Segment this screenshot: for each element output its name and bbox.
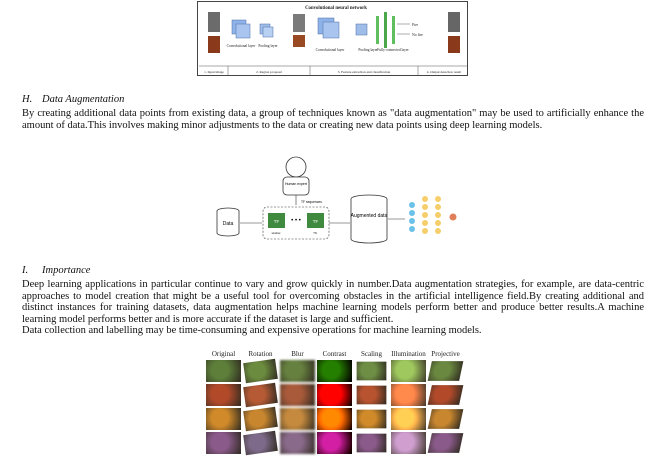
- augmented-image-tile: [280, 384, 315, 406]
- augmented-image-tile: [317, 384, 352, 406]
- augmented-image-tile: [280, 408, 315, 430]
- augmented-image-tile: [391, 360, 426, 382]
- augmented-image-tile: [427, 385, 464, 405]
- column-header-projective: Projective: [431, 350, 460, 358]
- pool2-label: Pooling layer: [358, 48, 378, 52]
- augmented-image-tile: [243, 382, 278, 408]
- conv1-label: Convolutional layer: [227, 44, 256, 48]
- cnn-pipeline-diagram: Convolutional neural network Convolution…: [199, 6, 468, 76]
- cnn-pipeline-figure: Convolutional neural network Convolution…: [197, 1, 468, 76]
- augmentation-image-grid: [205, 358, 464, 456]
- section-i-title: Importance: [42, 265, 91, 276]
- augmented-image-tile: [391, 384, 426, 406]
- pool-block-2: [355, 23, 368, 36]
- augmented-image-tile: [317, 432, 352, 454]
- augmented-image-tile: [427, 361, 464, 381]
- tf-left-label: TF: [274, 219, 280, 224]
- column-header-illumination: Illumination: [391, 350, 426, 358]
- data-label: Data: [223, 221, 234, 227]
- augmented-image-tile: [356, 361, 387, 381]
- section-h-paragraph: By creating additional data points from …: [22, 108, 644, 131]
- section-h-number: H.: [22, 94, 33, 105]
- column-header-scaling: Scaling: [361, 350, 382, 358]
- cnn-title: Convolutional neural network: [305, 6, 367, 11]
- human-head-icon: [285, 156, 307, 178]
- step-2: 2. Region proposal: [256, 70, 282, 74]
- augmented-image-tile: [391, 408, 426, 430]
- augmented-image-tile: [356, 433, 387, 453]
- augmented-image-tile: [243, 358, 278, 384]
- tf-block-left: [268, 213, 285, 228]
- column-header-rotation: Rotation: [248, 350, 273, 358]
- column-header-contrast: Contrast: [322, 350, 347, 358]
- augmented-image-tile: [206, 432, 241, 454]
- step-4: 4. Output detection result: [427, 70, 462, 74]
- augmented-image-tile: [356, 385, 387, 405]
- augmented-image-tile: [206, 408, 241, 430]
- augmented-image-tile: [427, 409, 464, 429]
- section-i-paragraph-2: Data collection and labelling may be tim…: [22, 325, 482, 336]
- output-image-2: [448, 36, 460, 53]
- section-i-heading: I. Importance: [22, 265, 90, 276]
- section-h-heading: H. Data Augmentation: [22, 94, 124, 105]
- augmented-image-tile: [280, 360, 315, 382]
- section-i-number: I.: [22, 265, 29, 276]
- section-i-paragraph-1: Deep learning applications in particular…: [22, 279, 644, 325]
- augmented-image-tile: [243, 406, 278, 432]
- column-header-original: Original: [211, 350, 236, 358]
- tf-sequences-label: TF sequences: [301, 200, 322, 204]
- augmented-data-cylinder-icon: [350, 199, 388, 244]
- human-expert-label: Human expert: [285, 182, 307, 186]
- input-image-2: [208, 36, 220, 53]
- augmented-label: Augmented data: [351, 213, 388, 219]
- step-1: 1. Input image: [204, 70, 224, 74]
- svg-text:• • •: • • •: [291, 218, 301, 224]
- section-i-body: Deep learning applications in particular…: [22, 279, 644, 337]
- neural-network-icon: [409, 196, 457, 234]
- tf-right-label: TF: [313, 219, 319, 224]
- section-h-body: By creating additional data points from …: [22, 108, 644, 131]
- column-header-blur: Blur: [291, 350, 304, 358]
- output-image-1: [448, 12, 460, 32]
- augmentation-examples-figure: Original Rotation Blur Contrast Scaling Illum…: [205, 350, 464, 456]
- fc-label: Fully-connected layer: [377, 48, 409, 52]
- augmented-image-tile: [243, 430, 278, 456]
- augmentation-diagram-svg: Human expert TF sequences Data TF • • • …: [216, 156, 457, 244]
- augmented-image-tile: [391, 432, 426, 454]
- augmented-image-tile: [317, 408, 352, 430]
- tf-dashed-box: [262, 206, 330, 240]
- section-h-title: Data Augmentation: [42, 94, 125, 105]
- human-expert-box: [282, 176, 310, 196]
- tf-right-sub: TN: [313, 231, 317, 235]
- augmented-image-tile: [356, 409, 387, 429]
- step-3: 3. Feature extraction and classification: [338, 70, 391, 74]
- fc-bar-1: [376, 16, 379, 44]
- augmented-image-tile: [206, 384, 241, 406]
- tf-left-sub: window: [272, 231, 281, 235]
- augmented-image-tile: [206, 360, 241, 382]
- augmented-image-tile: [317, 360, 352, 382]
- data-cylinder-icon: [216, 211, 240, 237]
- fire-label: Fire: [412, 23, 418, 27]
- pool1-label: Pooling layer: [258, 44, 278, 48]
- nofire-label: No fire: [412, 33, 423, 37]
- augmented-image-tile: [280, 432, 315, 454]
- fc-bar-3: [392, 16, 395, 44]
- augmentation-column-headers: Original Rotation Blur Contrast Scaling Illum…: [205, 350, 463, 359]
- augmented-image-tile: [427, 433, 464, 453]
- input-image-1: [208, 12, 220, 32]
- augmentation-diagram: Human expert TF sequences Data TF • • • …: [210, 155, 462, 248]
- region-image-1: [293, 14, 305, 32]
- region-image-2: [293, 35, 305, 47]
- tf-block-right: [307, 213, 324, 228]
- fc-bar-2: [384, 12, 387, 48]
- conv2-label: Convolutional layer: [316, 48, 345, 52]
